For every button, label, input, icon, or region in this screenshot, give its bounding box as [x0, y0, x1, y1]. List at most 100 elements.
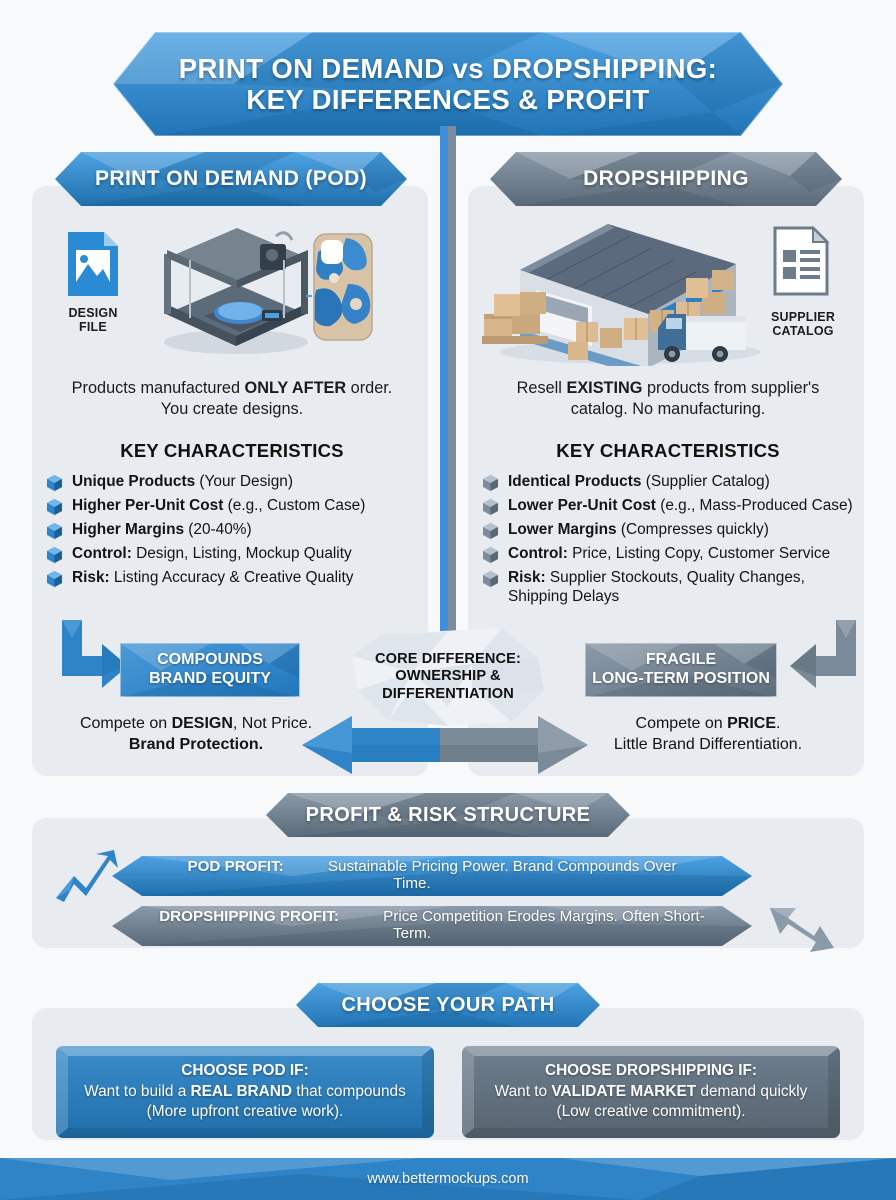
- pod-result-box-text: COMPOUNDS BRAND EQUITY: [149, 651, 271, 689]
- trending-up-arrow-icon: [56, 850, 118, 902]
- pod-panel-header: PRINT ON DEMAND (POD): [55, 152, 407, 206]
- pod-bullet-1-rest: (e.g., Custom Case): [223, 496, 366, 514]
- choose-dropshipping-card[interactable]: CHOOSE DROPSHIPPING IF: Want to VALIDATE…: [462, 1046, 840, 1138]
- dropshipping-result-box: FRAGILE LONG-TERM POSITION: [585, 643, 777, 698]
- pod-key-characteristics-title: KEY CHARACTERISTICS: [120, 440, 344, 461]
- pod-result-line1: COMPOUNDS: [157, 651, 263, 669]
- drop-lead-bold: EXISTING: [566, 379, 643, 397]
- dropshipping-profit-bar-shape: [112, 906, 752, 946]
- list-item: Lower Margins (Compresses quickly): [482, 520, 864, 539]
- pod-bullet-3-rest: Design, Listing, Mockup Quality: [131, 544, 352, 562]
- drop-bullet-2-rest: (Compresses quickly): [616, 520, 769, 538]
- drop-concl-b: PRICE: [727, 715, 777, 732]
- list-item: Unique Products (Your Design): [46, 472, 426, 491]
- dropshipping-characteristics-list: Identical Products (Supplier Catalog) Low…: [482, 472, 864, 611]
- core-difference-line1: CORE DIFFERENCE:: [375, 650, 521, 667]
- choose-drop-l2a: Want to: [494, 1082, 552, 1100]
- pod-profit-bar-text: POD PROFIT: Sustainable Pricing Power. B…: [112, 858, 752, 892]
- core-difference-badge: CORE DIFFERENCE: OWNERSHIP & DIFFERENTIA…: [352, 628, 544, 726]
- pod-bullet-2-bold: Higher Margins: [72, 520, 185, 538]
- profit-risk-header: PROFIT & RISK STRUCTURE: [266, 793, 630, 837]
- dropshipping-result-box-shape: [586, 644, 776, 698]
- design-file-label-line2: FILE: [79, 320, 107, 334]
- drop-concl-a: Compete on: [635, 715, 728, 732]
- hex-bullet-icon: [483, 475, 498, 491]
- drop-bullet-2-bold: Lower Margins: [508, 520, 617, 538]
- choose-pod-line2: Want to build a REAL BRAND that compound…: [84, 1083, 406, 1100]
- pod-conclusion: Compete on DESIGN, Not Price. Brand Prot…: [36, 713, 356, 755]
- supplier-catalog-label-line2: CATALOG: [772, 324, 834, 338]
- pod-left-arrow-icon: [302, 716, 450, 774]
- hex-bullet-icon: [483, 498, 498, 515]
- pod-conclusion-line1: Compete on DESIGN, Not Price.: [36, 713, 356, 734]
- page-title-line1: PRINT ON DEMAND vs DROPSHIPPING:: [178, 52, 718, 84]
- trending-down-arrow-icon: [770, 908, 834, 952]
- pod-result-box-shape: [121, 644, 299, 698]
- pod-concl-b: DESIGN: [171, 715, 233, 732]
- hex-bullet-icon: [483, 570, 498, 587]
- list-item: Identical Products (Supplier Catalog): [482, 472, 864, 491]
- drop-bullet-0-rest: (Supplier Catalog): [641, 473, 770, 490]
- list-item: Risk: Supplier Stockouts, Quality Change…: [482, 568, 864, 607]
- dropshipping-profit-bar: DROPSHIPPING PROFIT: Price Competition E…: [112, 906, 752, 946]
- choose-pod-heading: CHOOSE POD IF:: [181, 1061, 309, 1079]
- dropshipping-key-characteristics-title: KEY CHARACTERISTICS: [556, 440, 780, 461]
- dropshipping-right-arrow-icon: [440, 716, 588, 774]
- choose-pod-card-shape: [56, 1046, 434, 1138]
- pod-profit-bar: POD PROFIT: Sustainable Pricing Power. B…: [112, 856, 752, 896]
- choose-drop-l2b: VALIDATE MARKET: [551, 1082, 697, 1100]
- list-item: Lower Per-Unit Cost (e.g., Mass-Produced…: [482, 496, 864, 515]
- pod-lead-line2: You create designs.: [160, 400, 304, 419]
- title-banner-shape: [113, 32, 783, 136]
- choose-path-header: CHOOSE YOUR PATH: [296, 983, 600, 1027]
- choose-drop-line3: (Low creative commitment).: [556, 1103, 746, 1121]
- dropshipping-panel-header-text: DROPSHIPPING: [583, 167, 749, 191]
- drop-bullet-3-rest: Price, Listing Copy, Customer Service: [567, 544, 831, 562]
- choose-pod-line3: (More upfront creative work).: [146, 1103, 344, 1121]
- profit-risk-header-shape: [266, 793, 630, 837]
- dropshipping-illustration: SUPPLIER CATALOG: [480, 218, 856, 368]
- hex-bullet-icon: [47, 475, 62, 491]
- choose-pod-text: CHOOSE POD IF: Want to build a REAL BRAN…: [72, 1061, 418, 1124]
- pod-panel-header-text: PRINT ON DEMAND (POD): [94, 167, 368, 191]
- pod-bullet-4-rest: Listing Accuracy & Creative Quality: [109, 568, 354, 586]
- choose-path-header-shape: [296, 983, 600, 1027]
- choose-path-header-text: CHOOSE YOUR PATH: [341, 993, 555, 1016]
- 3d-printer-icon: [164, 228, 308, 354]
- core-difference-shape: [352, 628, 544, 726]
- pod-lead-plain1: Products manufactured: [71, 379, 245, 397]
- pod-bullet-2-rest: (20-40%): [184, 520, 252, 538]
- list-item: Higher Per-Unit Cost (e.g., Custom Case): [46, 496, 426, 515]
- drop-bullet-1-rest: (e.g., Mass-Produced Case): [655, 496, 853, 514]
- dropshipping-lead-paragraph: Resell EXISTING products from supplier's…: [480, 378, 856, 421]
- pod-bullet-0-rest: (Your Design): [195, 473, 293, 490]
- design-file-label-line1: DESIGN: [68, 306, 118, 320]
- core-difference-line2: OWNERSHIP &: [395, 668, 501, 685]
- choose-dropshipping-card-shape: [462, 1046, 840, 1138]
- dropshipping-profit-bar-text: DROPSHIPPING PROFIT: Price Competition E…: [112, 908, 752, 942]
- footer-background: [0, 1158, 896, 1200]
- page-title-text: PRINT ON DEMAND vs DROPSHIPPING: KEY DIF…: [169, 53, 727, 116]
- dropshipping-header-shape: [490, 152, 842, 206]
- drop-result-line2: LONG-TERM POSITION: [592, 670, 770, 687]
- pod-profit-rest: Sustainable Pricing Power. Brand Compoun…: [323, 858, 677, 892]
- drop-lead-plain1: Resell: [516, 379, 567, 397]
- choose-pod-card[interactable]: CHOOSE POD IF: Want to build a REAL BRAN…: [56, 1046, 434, 1138]
- drop-bullet-3-bold: Control:: [508, 544, 568, 562]
- list-item: Control: Price, Listing Copy, Customer S…: [482, 544, 864, 563]
- choose-pod-l2a: Want to build a: [84, 1082, 191, 1100]
- hex-bullet-icon: [47, 546, 62, 563]
- drop-lead-line2: catalog. No manufacturing.: [570, 400, 766, 419]
- dropshipping-panel-header: DROPSHIPPING: [490, 152, 842, 206]
- drop-concl-c: .: [776, 715, 781, 732]
- vertical-connector: [440, 126, 456, 646]
- drop-lead-line1: Resell EXISTING products from supplier's: [480, 378, 856, 399]
- drop-bullet-4-rest: Supplier Stockouts, Quality Changes, Shi…: [508, 568, 805, 606]
- warehouse-icon: [482, 224, 760, 366]
- choose-drop-l2c: demand quickly: [696, 1082, 808, 1100]
- hex-bullet-icon: [47, 498, 62, 515]
- choose-drop-heading: CHOOSE DROPSHIPPING IF:: [544, 1061, 758, 1079]
- drop-profit-rest: Price Competition Erodes Margins. Often …: [378, 908, 705, 942]
- drop-result-line1: FRAGILE: [645, 651, 717, 669]
